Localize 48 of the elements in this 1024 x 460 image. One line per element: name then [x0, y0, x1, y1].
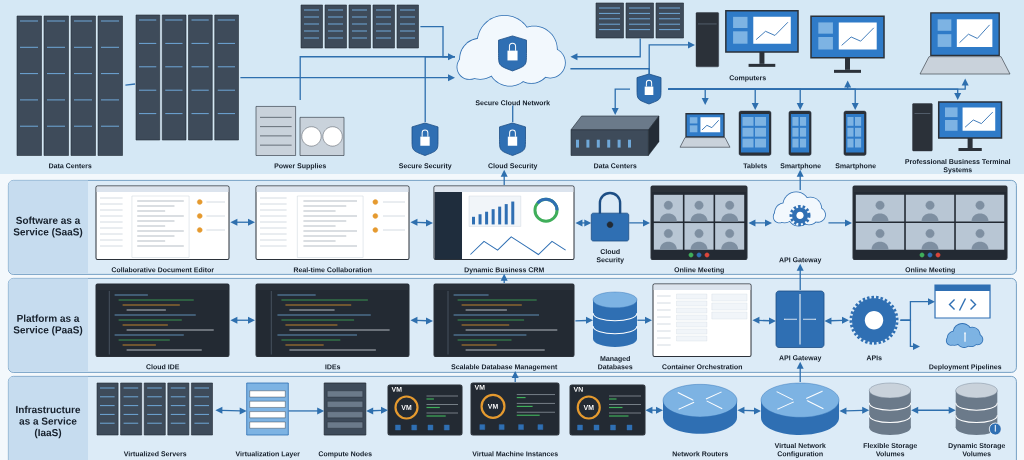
laptop-drawing — [679, 113, 731, 148]
vm-panel-drawing — [569, 384, 646, 436]
connector-arrow — [574, 316, 593, 324]
layer-heading: Platform as a Service (PaaS) — [13, 314, 83, 336]
connector-arrow — [288, 407, 325, 415]
connector-arrow — [645, 406, 663, 414]
connector-arrow — [648, 41, 695, 75]
connector-arrow — [748, 219, 772, 227]
connector-arrow — [611, 88, 631, 115]
connector-arrow — [215, 406, 247, 415]
connector-arrow — [667, 88, 962, 100]
connector-arrow — [230, 316, 255, 324]
vm-panel-drawing — [387, 384, 463, 436]
server-rack-drawing — [135, 14, 239, 141]
connector-arrow — [899, 319, 920, 350]
connector-arrow — [570, 37, 641, 61]
layer-heading: Software as a Service (SaaS) — [13, 216, 83, 238]
layer-heading: Infrastructure as a Service (IaaS) — [16, 405, 81, 439]
connector-arrow — [796, 169, 804, 191]
connector-arrow — [752, 316, 776, 325]
connector-arrow — [737, 406, 761, 415]
server-rack-drawing — [300, 4, 419, 49]
connector-arrow — [419, 26, 455, 61]
connector-arrow — [230, 218, 255, 226]
shield-lock-icon — [636, 73, 662, 105]
connector-arrow — [636, 316, 652, 324]
connector-line — [424, 56, 456, 123]
connector-arrow — [827, 219, 852, 227]
connector-arrow — [500, 169, 508, 186]
connector-arrow — [500, 273, 508, 284]
connector-line — [512, 104, 514, 123]
connector-arrow — [511, 370, 519, 383]
connector-arrow — [410, 218, 433, 227]
connector-arrow — [239, 74, 455, 82]
connector-arrow — [796, 361, 804, 383]
connector-arrow — [796, 263, 804, 291]
connector-arrow — [824, 316, 849, 325]
connector-arrow — [410, 316, 433, 325]
connector-arrow — [628, 219, 650, 227]
server-rack-drawing — [595, 2, 684, 39]
connector-arrow — [575, 219, 592, 227]
code-window-icon — [934, 284, 991, 319]
connector-arrow — [911, 406, 956, 414]
connector-line — [124, 83, 136, 86]
connector-arrow — [839, 406, 870, 415]
laptop-drawing — [919, 12, 1011, 75]
connector-arrow — [366, 406, 388, 415]
monitor-drawing — [810, 15, 885, 73]
